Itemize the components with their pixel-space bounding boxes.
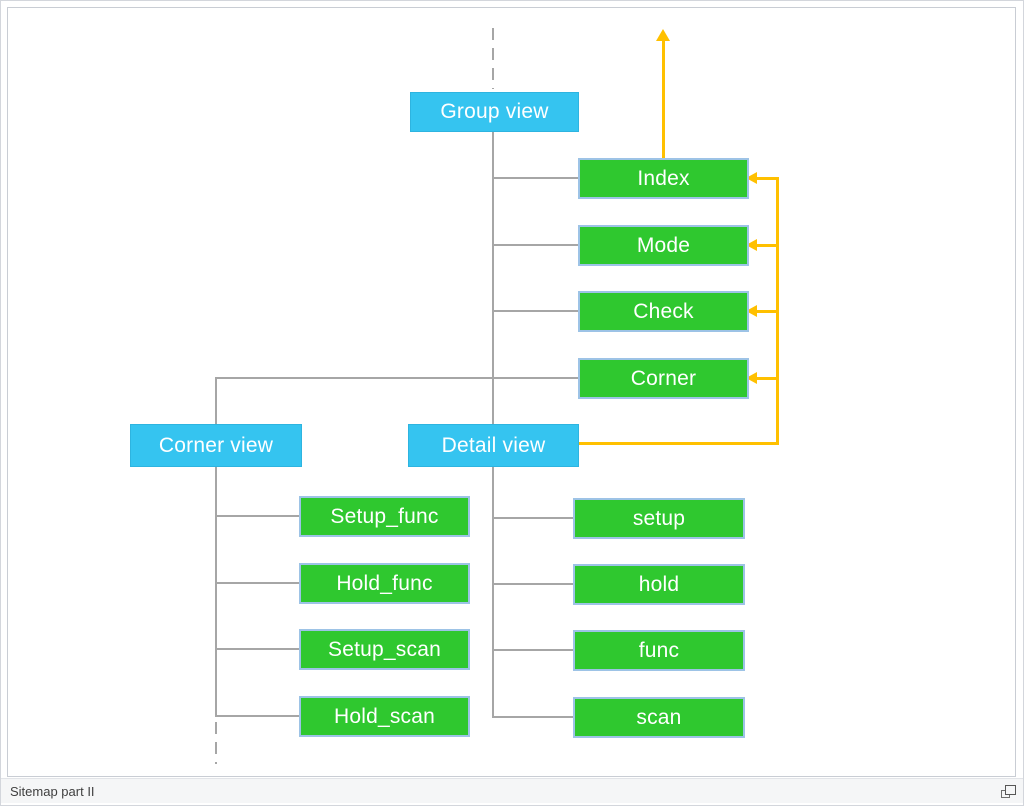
- node-group-view: Group view: [410, 92, 579, 132]
- node-setup-scan: Setup_scan: [299, 629, 470, 670]
- connector-to-hold: [493, 583, 573, 585]
- feedback-arrow-corner-icon: [746, 372, 757, 384]
- connector-to-setup-scan: [216, 648, 299, 650]
- node-hold: hold: [573, 564, 745, 605]
- node-mode: Mode: [578, 225, 749, 266]
- feedback-stem-mode: [756, 244, 779, 247]
- feedback-arrow-mode-icon: [746, 239, 757, 251]
- diagram-caption: Sitemap part II: [10, 783, 95, 799]
- node-corner-view: Corner view: [130, 424, 302, 467]
- feedback-stem-check: [756, 310, 779, 313]
- node-setup-func: Setup_func: [299, 496, 470, 537]
- connector-to-index: [493, 177, 578, 179]
- feedback-line-from-detail-view: [579, 442, 779, 445]
- node-func: func: [573, 630, 745, 671]
- connector-to-func: [493, 649, 573, 651]
- connector-to-hold-scan: [216, 715, 299, 717]
- node-setup: setup: [573, 498, 745, 539]
- node-corner: Corner: [578, 358, 749, 399]
- node-check: Check: [578, 291, 749, 332]
- connector-to-check: [493, 310, 578, 312]
- popout-icon-front-rect: [1005, 785, 1016, 795]
- connector-continuation-top: [492, 28, 494, 89]
- node-hold-func: Hold_func: [299, 563, 470, 604]
- feedback-stem-index: [756, 177, 779, 180]
- exit-arrow-up-icon: [656, 29, 670, 41]
- feedback-arrow-check-icon: [746, 305, 757, 317]
- connector-to-mode: [493, 244, 578, 246]
- popout-icon[interactable]: [1001, 785, 1016, 798]
- node-index: Index: [578, 158, 749, 199]
- exit-line-from-index: [662, 40, 665, 158]
- connector-cornerview-drop: [215, 377, 217, 424]
- connector-cornerview-trunk: [215, 467, 217, 717]
- node-hold-scan: Hold_scan: [299, 696, 470, 737]
- connector-to-setup: [493, 517, 573, 519]
- connector-continuation-bottom: [215, 722, 217, 764]
- connector-groupview-trunk: [492, 131, 494, 424]
- connector-to-setup-func: [216, 515, 299, 517]
- diagram-canvas: [7, 7, 1016, 777]
- feedback-arrow-index-icon: [746, 172, 757, 184]
- node-detail-view: Detail view: [408, 424, 579, 467]
- status-bar: Sitemap part II: [1, 778, 1023, 803]
- feedback-stem-corner: [756, 377, 779, 380]
- connector-to-scan: [493, 716, 573, 718]
- connector-to-hold-func: [216, 582, 299, 584]
- connector-to-corner-and-cornerview: [215, 377, 578, 379]
- connector-detailview-trunk: [492, 467, 494, 718]
- node-scan: scan: [573, 697, 745, 738]
